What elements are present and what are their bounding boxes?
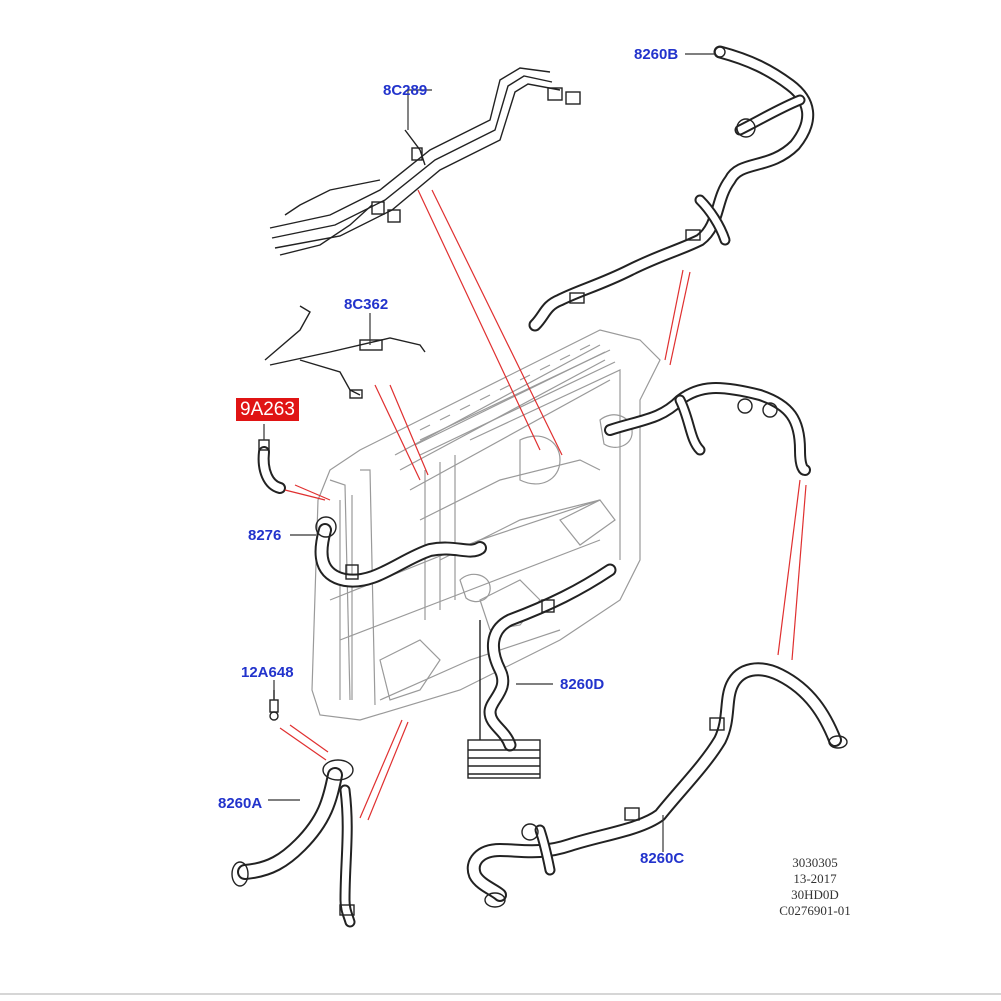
callout-12a648: 12A648 [241, 664, 294, 681]
callout-9a263-highlighted: 9A263 [236, 398, 299, 421]
hose-8c289 [269, 67, 581, 256]
hose-8c362 [264, 305, 426, 399]
callout-8260b: 8260B [634, 46, 679, 63]
reference-block: 3030305 13-2017 30HD0D C0276901-01 [770, 855, 860, 919]
indicator-lines [279, 189, 807, 821]
hose-8260d [467, 563, 617, 779]
callout-8260a: 8260A [218, 795, 263, 812]
hose-8260b [528, 45, 815, 332]
hose-9a263 [257, 439, 286, 494]
hose-upper-right [604, 382, 811, 476]
radiator-assembly [311, 329, 661, 721]
callout-8276: 8276 [248, 527, 282, 544]
callout-8c289: 8C289 [383, 82, 428, 99]
reference-line: 30HD0D [791, 887, 839, 902]
callout-8260d: 8260D [560, 676, 605, 693]
hose-8260c [466, 662, 848, 908]
reference-line: 13-2017 [793, 871, 837, 886]
callout-leaders [263, 53, 715, 852]
hose-8276 [314, 516, 487, 588]
hose-8260a [231, 759, 356, 928]
reference-line: 3030305 [792, 855, 838, 870]
callout-8c362: 8C362 [344, 296, 389, 313]
callout-8260c: 8260C [640, 850, 685, 867]
reference-line: C0276901-01 [779, 903, 851, 918]
